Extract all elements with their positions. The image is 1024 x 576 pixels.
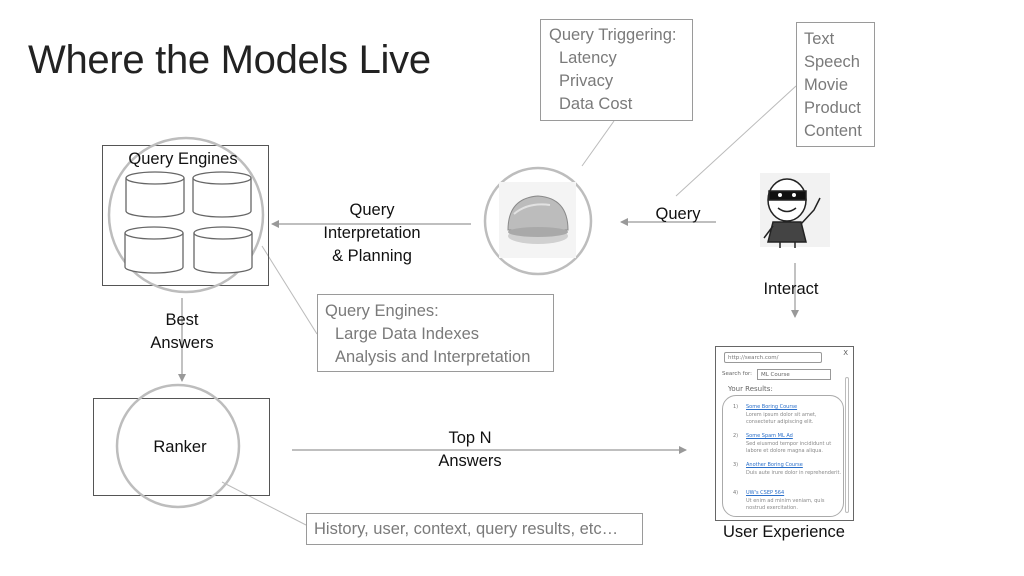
query-engines-note: Query Engines: Large Data Indexes Analys… <box>317 294 554 372</box>
interpretation-label-line: Query <box>349 201 395 219</box>
hamburger-bun-icon <box>499 182 576 258</box>
result-snippet: Duis aute irure dolor in reprehenderit. <box>746 470 842 476</box>
result-link[interactable]: UW's CSEP 564 <box>746 490 785 496</box>
database-icon <box>193 226 253 274</box>
content-type-item: Text <box>804 30 835 48</box>
content-type-item: Movie <box>804 76 849 94</box>
top-n-label-line: Answers <box>438 452 502 470</box>
query-engines-box <box>102 145 269 286</box>
results-title: Your Results: <box>728 385 773 393</box>
scrollbar[interactable] <box>845 377 849 513</box>
result-snippet: Ut enim ad minim veniam, quis nostrud ex… <box>746 498 825 511</box>
query-triggering-note: Query Triggering: Latency Privacy Data C… <box>540 19 693 121</box>
query-triggering-item: Latency <box>559 49 617 67</box>
query-triggering-item: Data Cost <box>559 95 633 113</box>
mock-browser-window: http://search.com/ X Search for: ML Cour… <box>715 346 854 521</box>
callout-line-content-types <box>675 85 797 197</box>
content-types-note: Text Speech Movie Product Content <box>796 22 875 147</box>
query-label: Query <box>655 205 701 223</box>
database-icon <box>125 171 185 218</box>
ranker-circle <box>115 383 241 509</box>
results-list: 1) Some Boring Course Lorem ipsum dolor … <box>722 395 844 517</box>
result-snippet: Sed eiusmod tempor incididunt ut labore … <box>746 441 832 454</box>
query-engines-note-item: Large Data Indexes <box>335 325 480 343</box>
interpretation-label-line: Interpretation <box>323 224 421 242</box>
query-engines-label: Query Engines <box>128 150 238 168</box>
query-triggering-item: Privacy <box>559 72 614 90</box>
query-engines-circle <box>107 136 265 294</box>
callout-line-context <box>221 481 307 526</box>
result-number: 1) <box>733 404 739 410</box>
url-bar[interactable]: http://search.com/ <box>724 352 822 363</box>
search-label: Search for: <box>722 371 752 377</box>
result-link[interactable]: Some Boring Course <box>746 404 798 410</box>
interpretation-label-line: & Planning <box>332 247 412 265</box>
result-number: 2) <box>733 433 739 439</box>
user-experience-label: User Experience <box>723 523 845 541</box>
content-type-item: Speech <box>804 53 860 71</box>
database-icon <box>124 226 184 274</box>
query-engines-note-heading: Query Engines: <box>325 302 439 320</box>
ranker-label: Ranker <box>153 438 207 456</box>
ranker-box <box>93 398 270 496</box>
content-type-item: Product <box>804 99 861 117</box>
interact-label: Interact <box>763 280 819 298</box>
best-answers-label: Best Answers <box>132 309 232 355</box>
query-triggering-heading: Query Triggering: <box>549 26 677 44</box>
callout-line-query-triggering <box>581 120 615 167</box>
best-answers-label-line: Best <box>165 311 199 329</box>
result-snippet: Lorem ipsum dolor sit amet, consectetur … <box>746 412 817 425</box>
content-type-item: Content <box>804 122 862 140</box>
result-link[interactable]: Some Spam ML Ad <box>746 433 793 439</box>
masked-figure-icon <box>760 173 830 248</box>
interpretation-label: Query Interpretation & Planning <box>302 199 442 268</box>
top-n-label: Top N Answers <box>420 427 520 473</box>
top-n-label-line: Top N <box>448 429 492 447</box>
query-engines-note-item: Analysis and Interpretation <box>335 348 531 366</box>
context-note: History, user, context, query results, e… <box>306 513 643 545</box>
best-answers-label-line: Answers <box>150 334 214 352</box>
result-number: 4) <box>733 490 739 496</box>
model-circle <box>483 166 593 276</box>
context-note-text: History, user, context, query results, e… <box>314 520 619 538</box>
page-title: Where the Models Live <box>28 38 431 82</box>
callout-line-query-engines <box>261 245 318 335</box>
result-number: 3) <box>733 462 739 468</box>
database-icon <box>192 171 252 218</box>
search-input[interactable]: ML Course <box>757 369 831 380</box>
close-icon[interactable]: X <box>843 349 848 357</box>
result-link[interactable]: Another Boring Course <box>746 462 803 468</box>
